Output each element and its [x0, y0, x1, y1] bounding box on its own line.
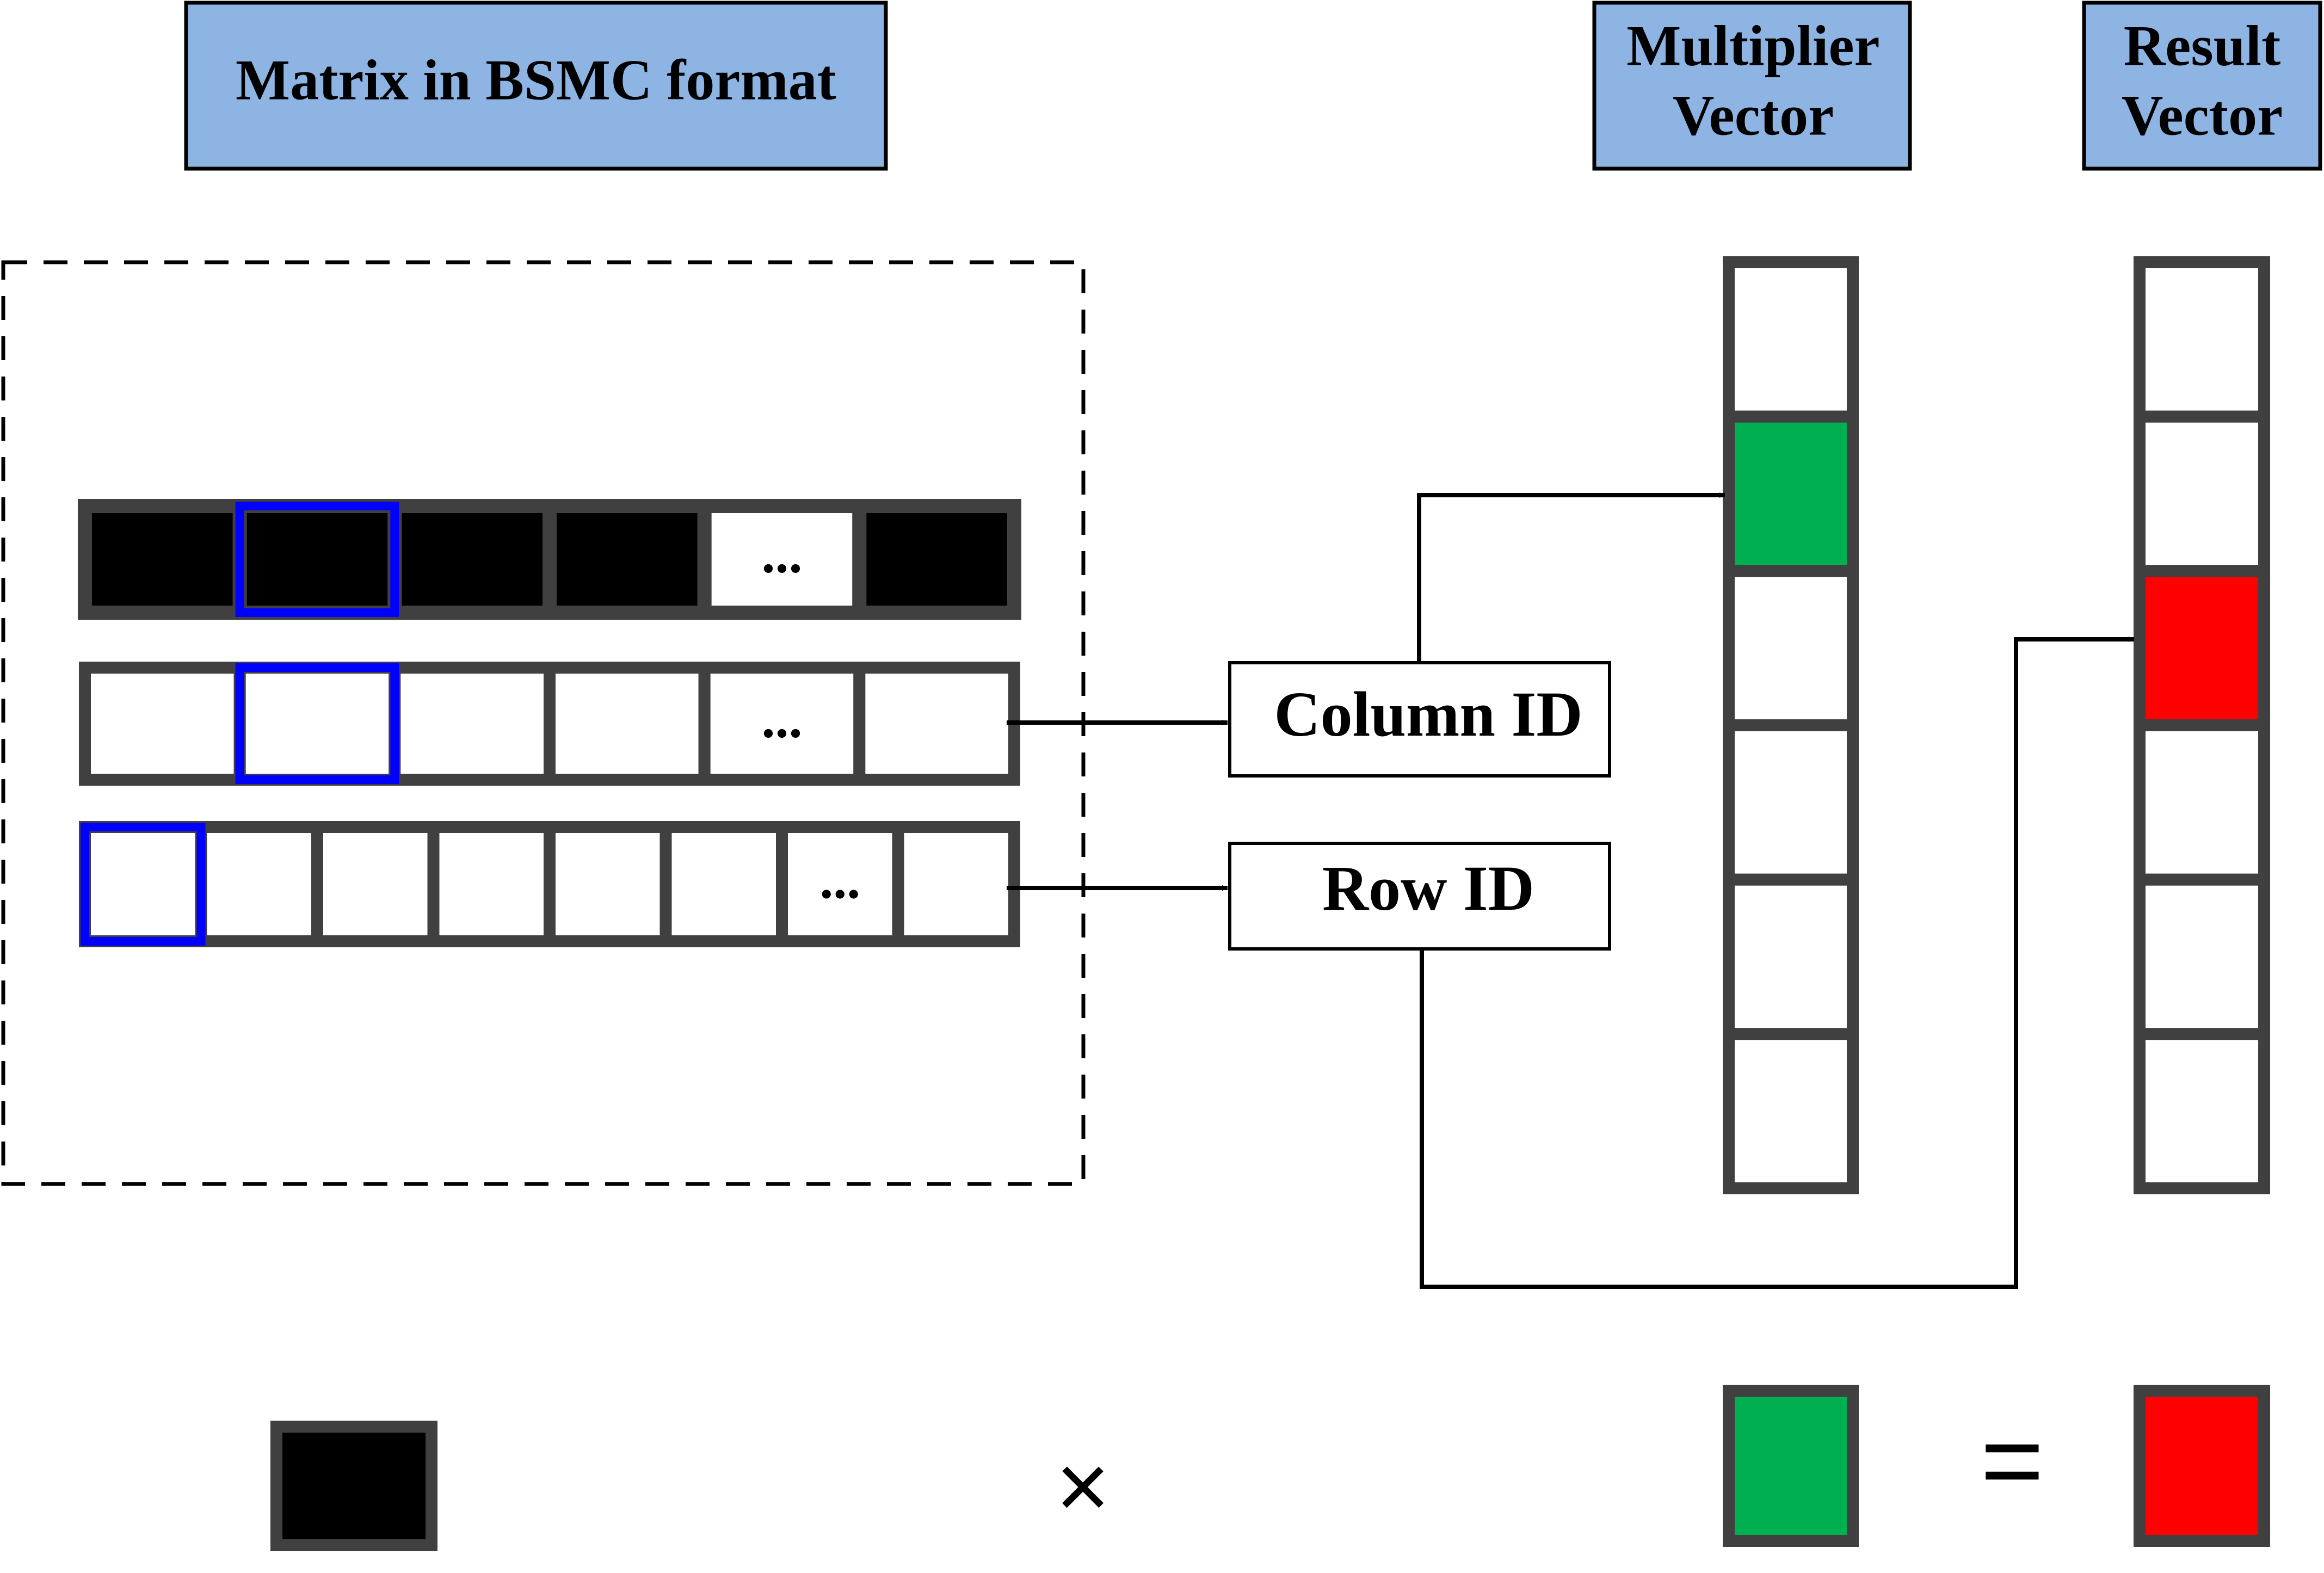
matrix-cell [853, 662, 1021, 786]
multiplier-header-line1: Multiplier [1626, 14, 1879, 77]
matrix-cell [79, 821, 207, 947]
vector-cell [1723, 719, 1859, 886]
matrix-cell [78, 499, 247, 620]
arrow-row-id-to-result [1420, 637, 2134, 1289]
matrix-cell [543, 499, 712, 620]
column-id-row: ... [79, 662, 1021, 786]
vector-cell [1723, 565, 1859, 732]
matrix-cell [892, 821, 1020, 947]
vector-cell-highlighted [2134, 565, 2270, 732]
matrix-cell [233, 662, 401, 786]
highlighted-cell [81, 823, 206, 946]
equation-multiplier-value [1723, 1385, 1859, 1547]
multiplier-vector [1723, 256, 1859, 1195]
matrix-cell [659, 821, 788, 947]
vector-cell [2134, 410, 2270, 577]
vector-cell [1723, 873, 1859, 1040]
column-id-label: Column ID [1274, 678, 1582, 750]
vector-cell [2134, 719, 2270, 886]
values-row: ... [78, 499, 1022, 620]
vector-cell [2134, 1028, 2270, 1195]
matrix-cell [544, 662, 711, 786]
result-header-line2: Vector [2122, 83, 2283, 147]
matrix-cell [852, 499, 1022, 620]
matrix-header-label: Matrix in BSMC format [236, 48, 836, 112]
ellipsis: ... [819, 849, 860, 910]
ellipsis: ... [762, 689, 803, 749]
arrow-column-id-to-multiplier [1417, 492, 1725, 663]
result-header-line1: Result [2124, 14, 2281, 77]
vector-cell [1723, 1028, 1859, 1195]
matrix-cell [79, 662, 246, 786]
row-id-box: Row ID [1228, 842, 1611, 951]
multiplier-header-line2: Vector [1673, 83, 1834, 147]
vector-cell [2134, 873, 2270, 1040]
column-id-box: Column ID [1228, 661, 1611, 778]
result-vector [2134, 256, 2270, 1195]
highlighted-cell [235, 663, 399, 784]
vector-cell [2134, 256, 2270, 423]
matrix-cell [387, 499, 557, 620]
matrix-cell [427, 821, 556, 947]
multiplier-header: Multiplier Vector [1592, 1, 1912, 171]
row-id-row: ... [79, 821, 1020, 947]
equals-sign: = [1981, 1400, 2044, 1521]
ellipsis: ... [762, 524, 803, 584]
row-id-label: Row ID [1322, 853, 1534, 924]
equation: × = [270, 1385, 2270, 1551]
vector-cell [1723, 256, 1859, 423]
times-sign: × [1056, 1435, 1109, 1538]
equation-result-value [2134, 1385, 2270, 1547]
matrix-cell [232, 499, 402, 620]
matrix-header: Matrix in BSMC format [184, 1, 888, 171]
connectors [1007, 492, 2134, 1289]
matrix-cell [544, 821, 672, 947]
matrix-cell [195, 821, 323, 947]
highlighted-cell [235, 502, 399, 617]
matrix-rows: ......... [78, 499, 1022, 947]
equation-matrix-value [270, 1421, 437, 1551]
matrix-cell [389, 662, 556, 786]
matrix-cell [311, 821, 440, 947]
result-header: Result Vector [2082, 1, 2322, 171]
vector-cell-highlighted [1723, 410, 1859, 577]
